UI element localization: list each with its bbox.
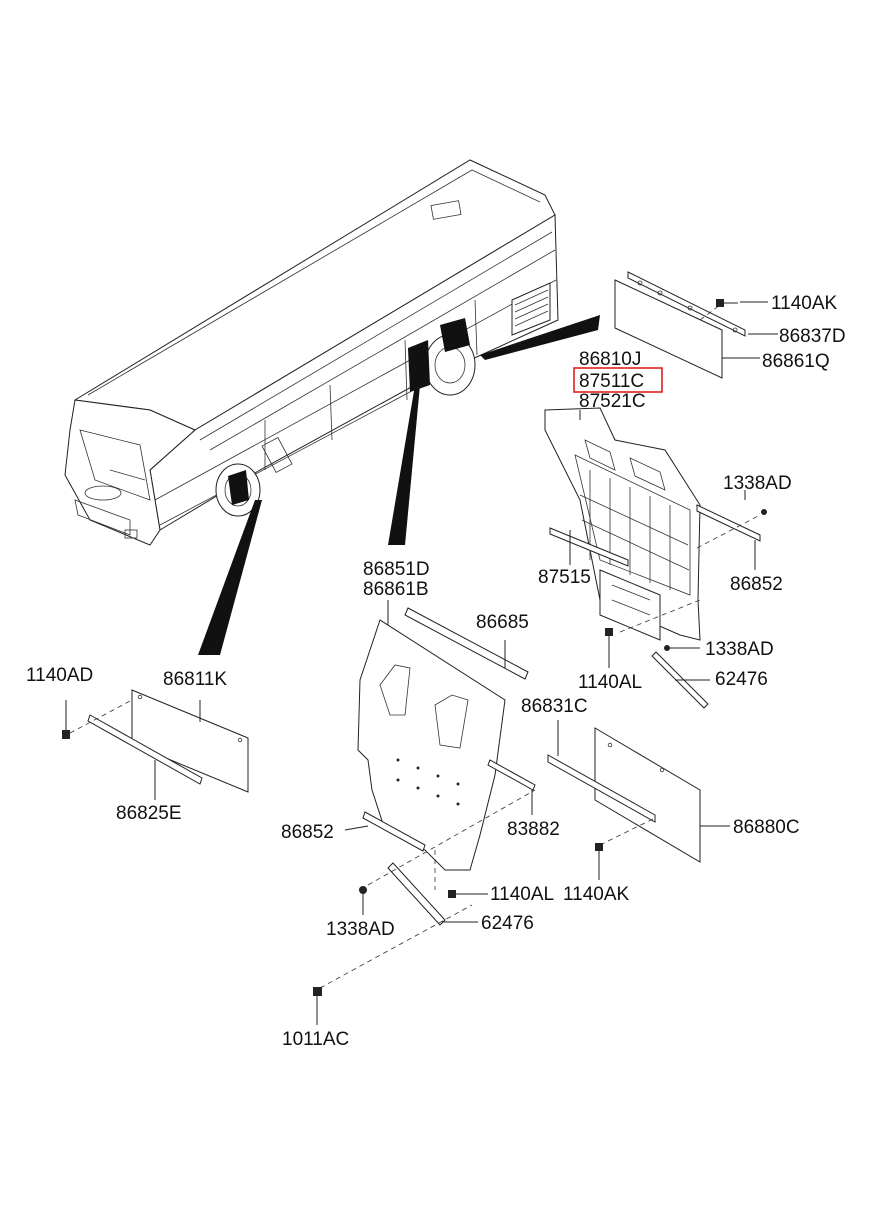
panel-86880C-group [547, 720, 730, 880]
label-86861B[interactable]: 86861B [363, 579, 429, 600]
label-1338AD-c[interactable]: 1338AD [326, 919, 395, 940]
label-86831C[interactable]: 86831C [521, 696, 588, 717]
label-86825E[interactable]: 86825E [116, 803, 182, 824]
bolt-icon [62, 730, 70, 739]
label-1338AD-r1[interactable]: 1338AD [723, 473, 792, 494]
bolt-icon [716, 299, 738, 307]
panel-87511C-group [544, 407, 767, 709]
label-86811K[interactable]: 86811K [163, 669, 227, 690]
label-1140AD[interactable]: 1140AD [26, 665, 93, 686]
label-86810J[interactable]: 86810J [579, 349, 641, 370]
panel-86861Q-group [614, 271, 778, 379]
highlight-box [573, 367, 663, 393]
label-1140AK-b[interactable]: 1140AK [563, 884, 630, 905]
label-86852-c[interactable]: 86852 [281, 822, 334, 843]
bus-illustration [64, 159, 559, 546]
part-labels: 1140AK 86837D 86861Q 86810J 87511C 87521… [26, 293, 846, 1050]
bolt-icon [595, 843, 603, 851]
label-86685[interactable]: 86685 [476, 612, 529, 633]
label-86851D[interactable]: 86851D [363, 559, 430, 580]
label-62476-c[interactable]: 62476 [481, 913, 534, 934]
label-1338AD-r2[interactable]: 1338AD [705, 639, 774, 660]
label-1140AL-r[interactable]: 1140AL [578, 672, 642, 693]
label-87515[interactable]: 87515 [538, 567, 591, 588]
label-86852-r[interactable]: 86852 [730, 574, 783, 595]
bolt-icon [605, 628, 613, 636]
label-86837D[interactable]: 86837D [779, 326, 846, 347]
label-86880C[interactable]: 86880C [733, 817, 800, 838]
panel-86811K-group [62, 689, 249, 800]
label-62476-r[interactable]: 62476 [715, 669, 768, 690]
callout-arrows [198, 315, 600, 655]
label-1140AK-top[interactable]: 1140AK [771, 293, 838, 314]
label-1140AL-c[interactable]: 1140AL [490, 884, 554, 905]
label-83882[interactable]: 83882 [507, 819, 560, 840]
label-87511C[interactable]: 87511C [579, 371, 644, 392]
label-86861Q[interactable]: 86861Q [762, 351, 830, 372]
panel-86851D-group [313, 600, 536, 1025]
label-87521C[interactable]: 87521C [579, 391, 646, 412]
bolt-icon [313, 987, 322, 996]
label-1011AC[interactable]: 1011AC [282, 1029, 349, 1050]
